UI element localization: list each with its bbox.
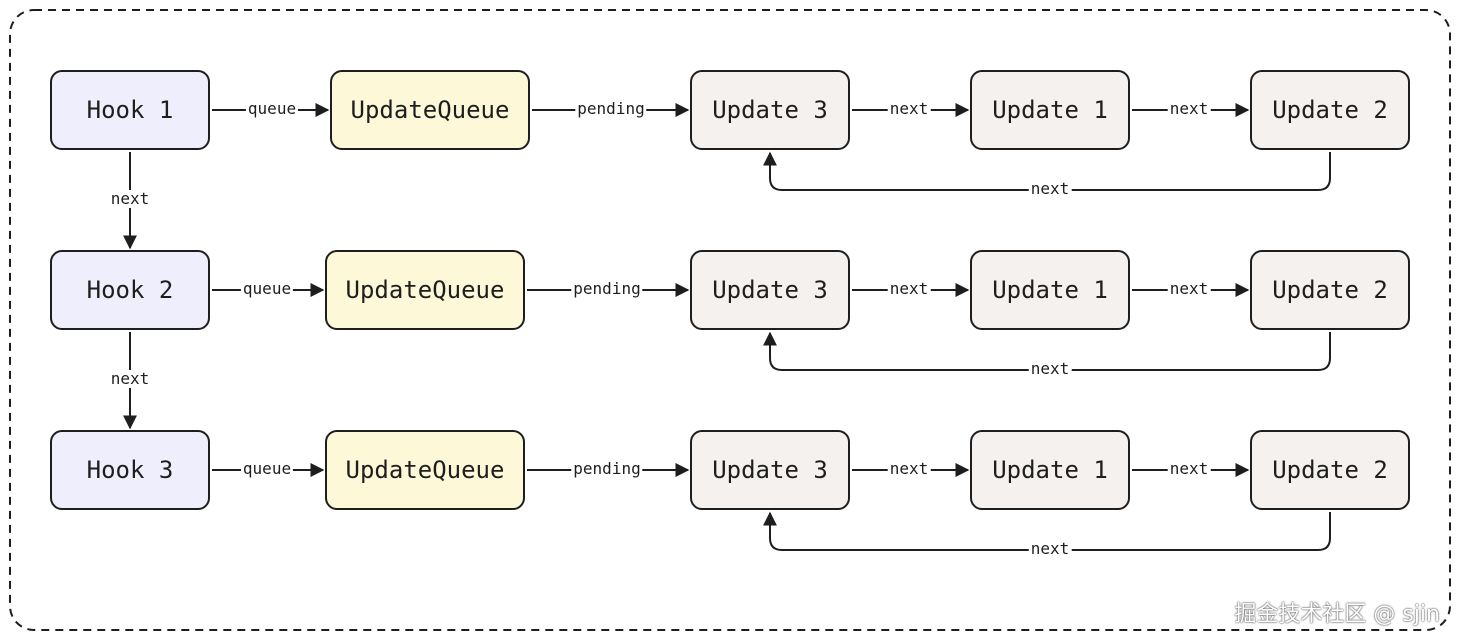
watermark: 掘金技术社区 @ sjin <box>1234 602 1440 627</box>
queue-edge-label: queue <box>245 99 299 118</box>
hook-next-label: next <box>108 369 152 388</box>
update-queue-node-1: UpdateQueue <box>330 70 530 150</box>
pending-edge-label: pending <box>575 99 647 118</box>
update-node-2-b: Update 1 <box>970 250 1130 330</box>
update-node-2-a: Update 3 <box>690 250 850 330</box>
next-edge-label: next <box>887 459 931 478</box>
hook-node-3: Hook 3 <box>50 430 210 510</box>
hook-node-1: Hook 1 <box>50 70 210 150</box>
update-node-2-c: Update 2 <box>1250 250 1410 330</box>
update-node-1-c: Update 2 <box>1250 70 1410 150</box>
loop-next-label: next <box>1028 359 1072 378</box>
pending-edge-label: pending <box>571 459 643 478</box>
queue-edge-label: queue <box>240 279 294 298</box>
update-node-3-b: Update 1 <box>970 430 1130 510</box>
loop-next-label: next <box>1028 179 1072 198</box>
update-node-3-c: Update 2 <box>1250 430 1410 510</box>
next-edge-label: next <box>887 99 931 118</box>
update-queue-node-3: UpdateQueue <box>325 430 525 510</box>
update-node-1-a: Update 3 <box>690 70 850 150</box>
update-queue-node-2: UpdateQueue <box>325 250 525 330</box>
diagram-frame <box>9 9 1451 631</box>
pending-edge-label: pending <box>571 279 643 298</box>
next-edge-label: next <box>1167 279 1211 298</box>
next-edge-label: next <box>1167 99 1211 118</box>
loop-next-label: next <box>1028 539 1072 558</box>
hook-node-2: Hook 2 <box>50 250 210 330</box>
queue-edge-label: queue <box>240 459 294 478</box>
update-node-3-a: Update 3 <box>690 430 850 510</box>
update-node-1-b: Update 1 <box>970 70 1130 150</box>
next-edge-label: next <box>887 279 931 298</box>
next-edge-label: next <box>1167 459 1211 478</box>
hook-next-label: next <box>108 189 152 208</box>
